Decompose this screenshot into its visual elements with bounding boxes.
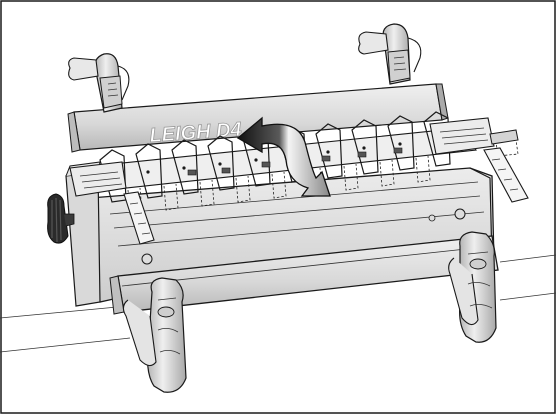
screw-icon xyxy=(428,214,436,222)
adjustment-knob-icon xyxy=(47,193,75,244)
front-right-clamp-icon xyxy=(448,231,497,343)
front-left-clamp-icon xyxy=(122,277,187,393)
double-arrow-icon xyxy=(236,116,331,197)
front-clamp-bar xyxy=(109,235,499,315)
left-scale-bracket xyxy=(69,161,155,245)
rear-right-clamp-icon xyxy=(358,23,422,85)
rear-left-clamp-icon xyxy=(68,53,130,113)
right-scale-bracket xyxy=(429,117,529,203)
screw-icon xyxy=(141,253,153,265)
screw-icon xyxy=(454,208,466,220)
